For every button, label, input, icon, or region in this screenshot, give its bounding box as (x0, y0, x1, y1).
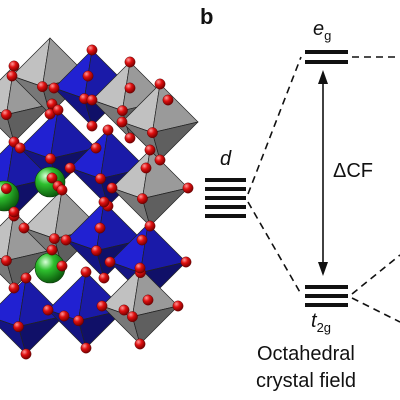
oxygen-atom (64, 162, 76, 174)
oxygen-atom (98, 272, 110, 284)
oxygen-atom (126, 311, 138, 323)
oxygen-atom (37, 81, 48, 93)
oxygen-atom (124, 132, 136, 144)
oxygen-atom (136, 193, 148, 205)
connector-dashes (247, 56, 400, 323)
oxygen-atom (172, 300, 184, 312)
oxygen-atom (8, 282, 20, 294)
panel-label: b (200, 4, 214, 29)
oxygen-atom (49, 233, 60, 245)
oxygen-atom (48, 82, 60, 94)
oxygen-atom (82, 70, 94, 82)
oxygen-atom (146, 127, 158, 139)
oxygen-atom (8, 206, 20, 218)
oxygen-atom (14, 142, 26, 154)
oxygen-atom (8, 60, 20, 72)
oxygen-atom (73, 315, 84, 327)
oxygen-atom (116, 116, 128, 128)
oxygen-atom (134, 338, 146, 350)
oxygen-atom (46, 172, 58, 184)
oxygen-atom (86, 94, 98, 106)
oxygen-atom (80, 342, 92, 354)
t2g-label: t2g (311, 310, 332, 335)
oxygen-atom (144, 144, 156, 156)
oxygen-atom (95, 173, 106, 185)
oxygen-atom (42, 304, 54, 316)
oxygen-atom (96, 300, 108, 312)
oxygen-atom (6, 70, 18, 82)
oxygen-atom (124, 56, 136, 68)
blue-octahedron (0, 277, 65, 355)
oxygen-atom (102, 124, 114, 136)
oxygen-atom (91, 245, 102, 257)
splitting-label: ΔCF (333, 160, 374, 182)
oxygen-atom (106, 182, 118, 194)
oxygen-atom (154, 154, 166, 166)
caption-line-2: crystal field (256, 370, 357, 392)
oxygen-atom (162, 94, 174, 106)
oxygen-atom (136, 234, 148, 246)
oxygen-atom (134, 262, 146, 274)
gray-octahedron (101, 267, 179, 345)
gray-octahedron (0, 211, 53, 289)
oxygen-atom (90, 142, 102, 154)
oxygen-atom (1, 183, 12, 195)
oxygen-atom (1, 255, 12, 267)
oxygen-atom (86, 120, 98, 132)
oxygen-atom (18, 222, 30, 234)
oxygen-atom (86, 44, 98, 56)
oxygen-atom (12, 321, 24, 333)
oxygen-atom (182, 182, 194, 194)
oxygen-atom (56, 260, 68, 272)
gray-octahedron (111, 149, 189, 227)
oxygen-atom (144, 220, 156, 232)
oxygen-atom (20, 348, 32, 360)
oxygen-atom (140, 162, 152, 174)
oxygen-atom (124, 82, 136, 94)
oxygen-atom (104, 256, 116, 268)
t2g-level (305, 285, 348, 307)
oxygen-atom (154, 78, 166, 90)
oxygen-atom (20, 272, 32, 284)
eg-level (305, 50, 348, 64)
oxygen-atom (60, 234, 72, 246)
oxygen-atom (118, 304, 130, 316)
oxygen-atom (58, 310, 70, 322)
oxygen-atom (56, 184, 68, 196)
oxygen-atom (80, 266, 92, 278)
d-level (205, 178, 246, 218)
perovskite-lattice (0, 37, 199, 360)
oxygen-atom (180, 256, 192, 268)
energy-diagram (205, 50, 400, 323)
caption-line-1: Octahedral (257, 343, 355, 365)
oxygen-atom (46, 244, 58, 256)
oxygen-atom (142, 294, 154, 306)
splitting-arrow (318, 70, 328, 276)
oxygen-atom (45, 153, 56, 165)
oxygen-atom (117, 105, 128, 117)
oxygen-atom (94, 222, 106, 234)
oxygen-atom (1, 109, 12, 121)
blue-octahedron (65, 201, 143, 279)
eg-label: eg (313, 18, 332, 43)
oxygen-atom (98, 196, 110, 208)
d-label: d (220, 148, 232, 170)
oxygen-atom (52, 104, 64, 116)
